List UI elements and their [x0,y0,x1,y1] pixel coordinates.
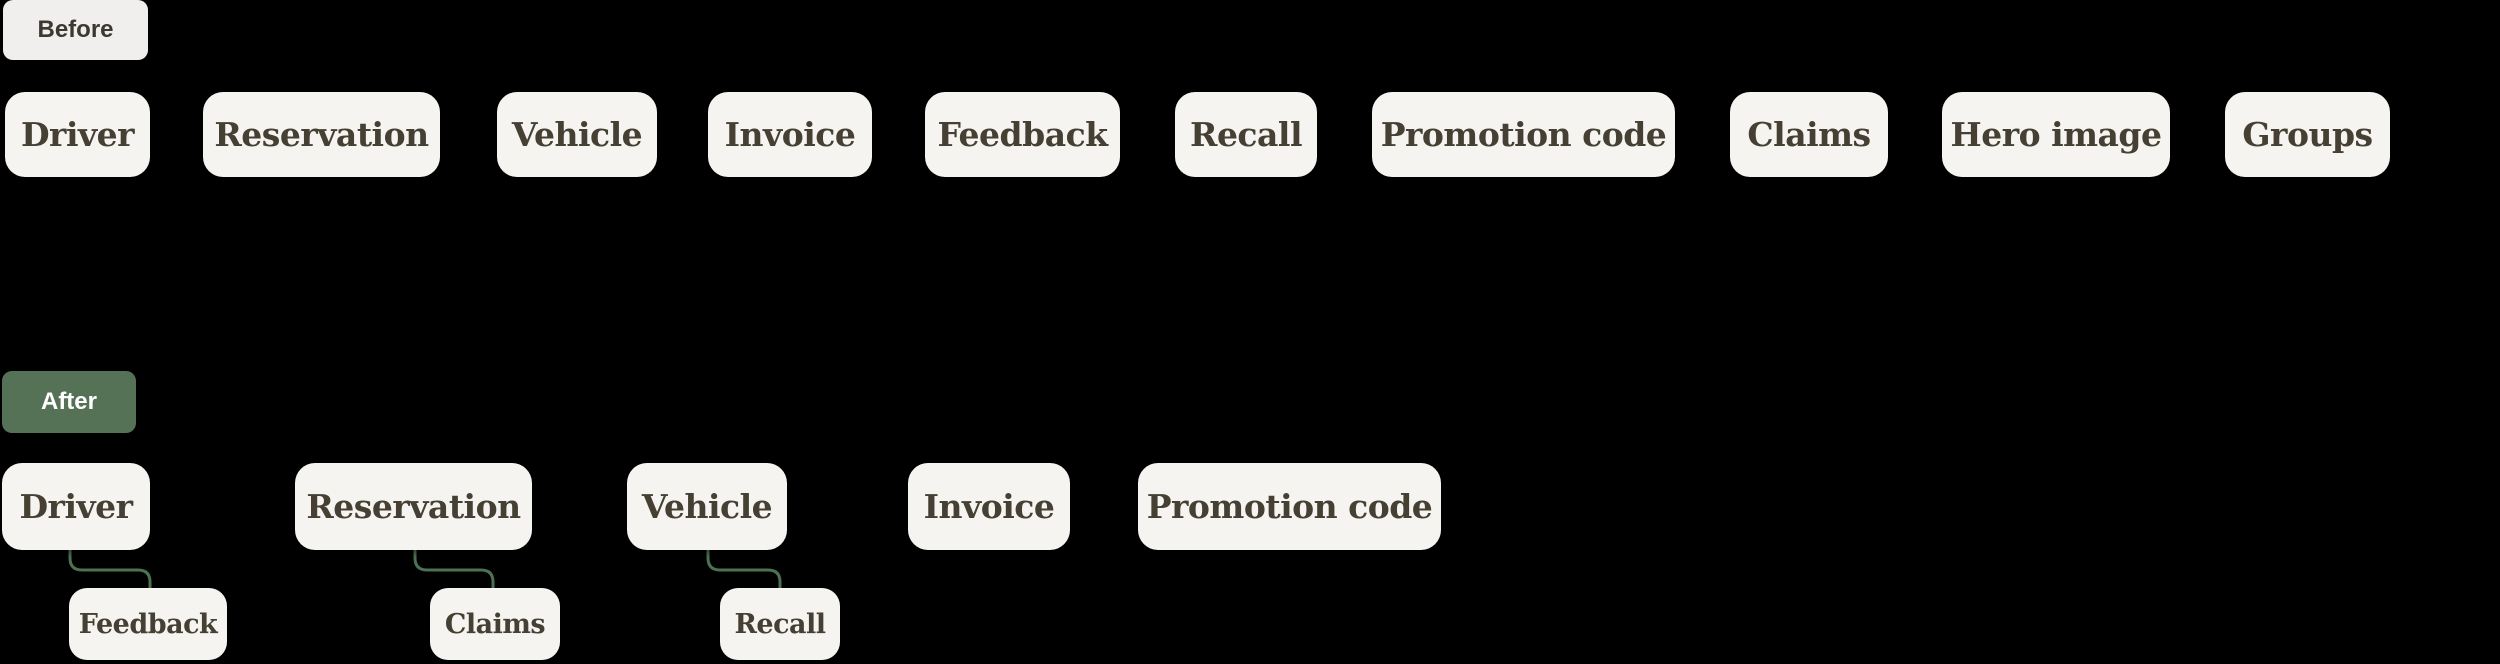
node-promotion-code: Promotion code [1138,463,1441,550]
node-driver: Driver [5,92,150,177]
node-recall: Recall [720,588,840,660]
connector-vehicle-recall [706,548,782,592]
node-invoice: Invoice [908,463,1070,550]
node-reservation: Reservation [295,463,532,550]
before-badge: Before [3,0,148,60]
node-promotion-code: Promotion code [1372,92,1675,177]
node-feedback: Feedback [69,588,227,660]
node-claims: Claims [430,588,560,660]
node-vehicle: Vehicle [497,92,657,177]
node-recall: Recall [1175,92,1317,177]
node-vehicle: Vehicle [627,463,787,550]
node-driver: Driver [2,463,150,550]
connector-driver-feedback [68,548,152,592]
node-groups: Groups [2225,92,2390,177]
node-reservation: Reservation [203,92,440,177]
node-feedback: Feedback [925,92,1120,177]
node-hero-image: Hero image [1942,92,2170,177]
node-invoice: Invoice [708,92,872,177]
node-claims: Claims [1730,92,1888,177]
connector-reservation-claims [413,548,495,592]
after-badge: After [2,371,136,433]
